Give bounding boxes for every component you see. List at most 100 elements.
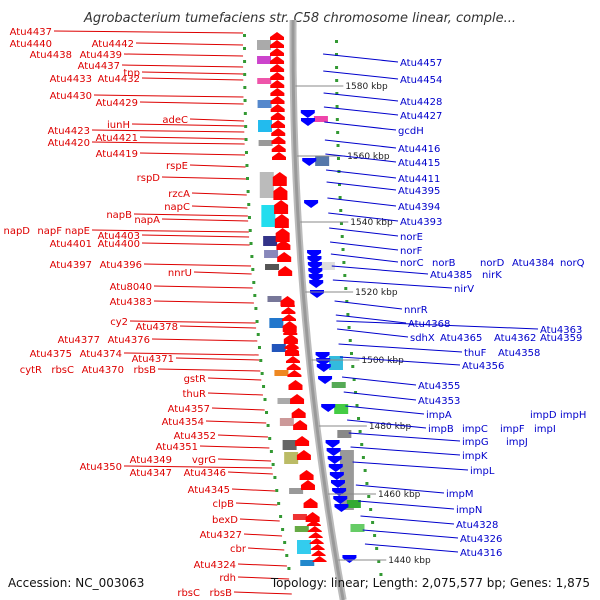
track-dot xyxy=(379,573,383,576)
left-gene-label: Atu4420 xyxy=(48,138,90,149)
gene-arrow-reverse xyxy=(302,158,317,166)
track-dot xyxy=(281,528,285,531)
right-leader-line xyxy=(324,139,397,149)
left-gene-label: napF xyxy=(37,226,62,237)
track-dot xyxy=(335,40,339,43)
gene-arrow-forward xyxy=(282,314,297,321)
left-gene-label: cytR xyxy=(20,365,42,376)
track-dot xyxy=(349,352,353,355)
gene-arrow-forward xyxy=(305,512,320,522)
left-gene-label: nnrU xyxy=(168,268,192,279)
gene-arrow-reverse xyxy=(325,440,340,448)
gene-arrow-forward xyxy=(280,300,295,307)
track-dot xyxy=(253,294,257,297)
track-dot xyxy=(287,567,291,570)
left-gene-label: vgrG xyxy=(192,455,216,466)
backbone-line xyxy=(291,19,345,600)
left-leader-line xyxy=(191,205,248,209)
gene-arrow-forward xyxy=(287,370,302,377)
gene-arrow-track xyxy=(270,32,357,563)
feature-block xyxy=(257,56,272,64)
track-dot xyxy=(255,320,259,323)
track-dot xyxy=(268,437,272,440)
left-leader-line xyxy=(91,141,245,145)
right-leader-line xyxy=(327,197,397,207)
gene-arrow-forward xyxy=(276,240,291,250)
gene-arrow-forward xyxy=(281,307,296,314)
left-gene-label: Atu4349 xyxy=(130,455,172,466)
left-leader-line xyxy=(141,242,250,246)
right-gene-label: impC xyxy=(462,424,488,435)
left-gene-label: Atu4396 xyxy=(100,260,142,271)
accession-label: Accession: NC_003063 xyxy=(8,576,144,590)
right-gene-label: Atu4385 xyxy=(430,270,472,281)
left-gene-label: Atu4442 xyxy=(92,39,134,50)
track-dot xyxy=(273,476,277,479)
track-dot xyxy=(266,424,270,427)
track-dot xyxy=(340,235,344,238)
left-leader-line xyxy=(193,271,252,275)
right-leader-line xyxy=(324,121,397,131)
gene-arrow-forward xyxy=(303,498,318,508)
ruler-tick-label: 1540 kbp xyxy=(350,218,393,228)
feature-block xyxy=(297,540,311,554)
left-gene-label: Atu4347 xyxy=(130,468,172,479)
track-dot xyxy=(358,430,362,433)
left-leader-line xyxy=(179,325,257,329)
right-leader-line xyxy=(364,543,459,553)
left-gene-label: rspD xyxy=(137,173,161,184)
gene-arrow-reverse xyxy=(329,472,344,480)
feature-block xyxy=(267,296,282,302)
gene-arrow-forward xyxy=(270,40,284,48)
left-gene-label: Atu4421 xyxy=(96,133,138,144)
track-dot xyxy=(335,79,339,82)
left-gene-label: cy2 xyxy=(110,317,128,328)
track-dot xyxy=(247,216,251,219)
left-gene-label: rdh xyxy=(219,573,236,584)
gene-arrow-reverse xyxy=(307,250,322,258)
left-leader-line xyxy=(205,420,267,424)
ruler-tick-label: 1560 kbp xyxy=(347,152,390,162)
gene-arrow-reverse xyxy=(300,110,315,118)
track-dot xyxy=(245,164,249,167)
track-dot xyxy=(339,209,343,212)
track-dot xyxy=(271,463,275,466)
left-gene-label: Atu4433 xyxy=(50,74,92,85)
left-gene-label: Atu4375 xyxy=(30,349,72,360)
left-leader-line xyxy=(129,320,256,324)
track-dot xyxy=(336,144,340,147)
left-gene-label: Atu4397 xyxy=(50,260,92,271)
left-leader-line xyxy=(191,192,247,196)
feature-block xyxy=(257,40,271,50)
gene-arrow-forward xyxy=(278,266,293,276)
right-leader-line xyxy=(329,241,399,251)
left-leader-line xyxy=(239,518,280,522)
ruler-tick-label: 1480 kbp xyxy=(369,422,412,432)
track-dot xyxy=(243,34,247,37)
right-leader-line xyxy=(347,419,427,429)
left-leader-line xyxy=(217,458,272,462)
right-gene-label: impF xyxy=(500,424,525,435)
track-dot xyxy=(248,229,252,232)
left-gene-label: Atu4439 xyxy=(80,50,122,61)
gene-arrow-forward xyxy=(306,520,321,526)
left-leader-line xyxy=(161,176,247,180)
track-dot xyxy=(259,359,263,362)
right-gene-label: norE xyxy=(400,232,423,243)
left-gene-label: Atu4419 xyxy=(96,149,138,160)
left-gene-label: cbr xyxy=(230,544,247,555)
right-leader-line xyxy=(355,484,445,494)
track-dot xyxy=(335,66,339,69)
left-leader-line xyxy=(139,136,245,140)
track-dot xyxy=(243,60,247,63)
gene-arrow-forward xyxy=(272,152,287,160)
right-leader-line xyxy=(328,212,399,222)
left-leader-line xyxy=(189,118,245,122)
track-dot xyxy=(262,385,266,388)
right-leader-line xyxy=(325,169,397,179)
track-dot xyxy=(269,450,273,453)
track-dot xyxy=(243,47,247,50)
gene-arrow-forward xyxy=(300,480,315,490)
left-gene-label: napB xyxy=(106,210,132,221)
feature-block xyxy=(350,524,365,532)
